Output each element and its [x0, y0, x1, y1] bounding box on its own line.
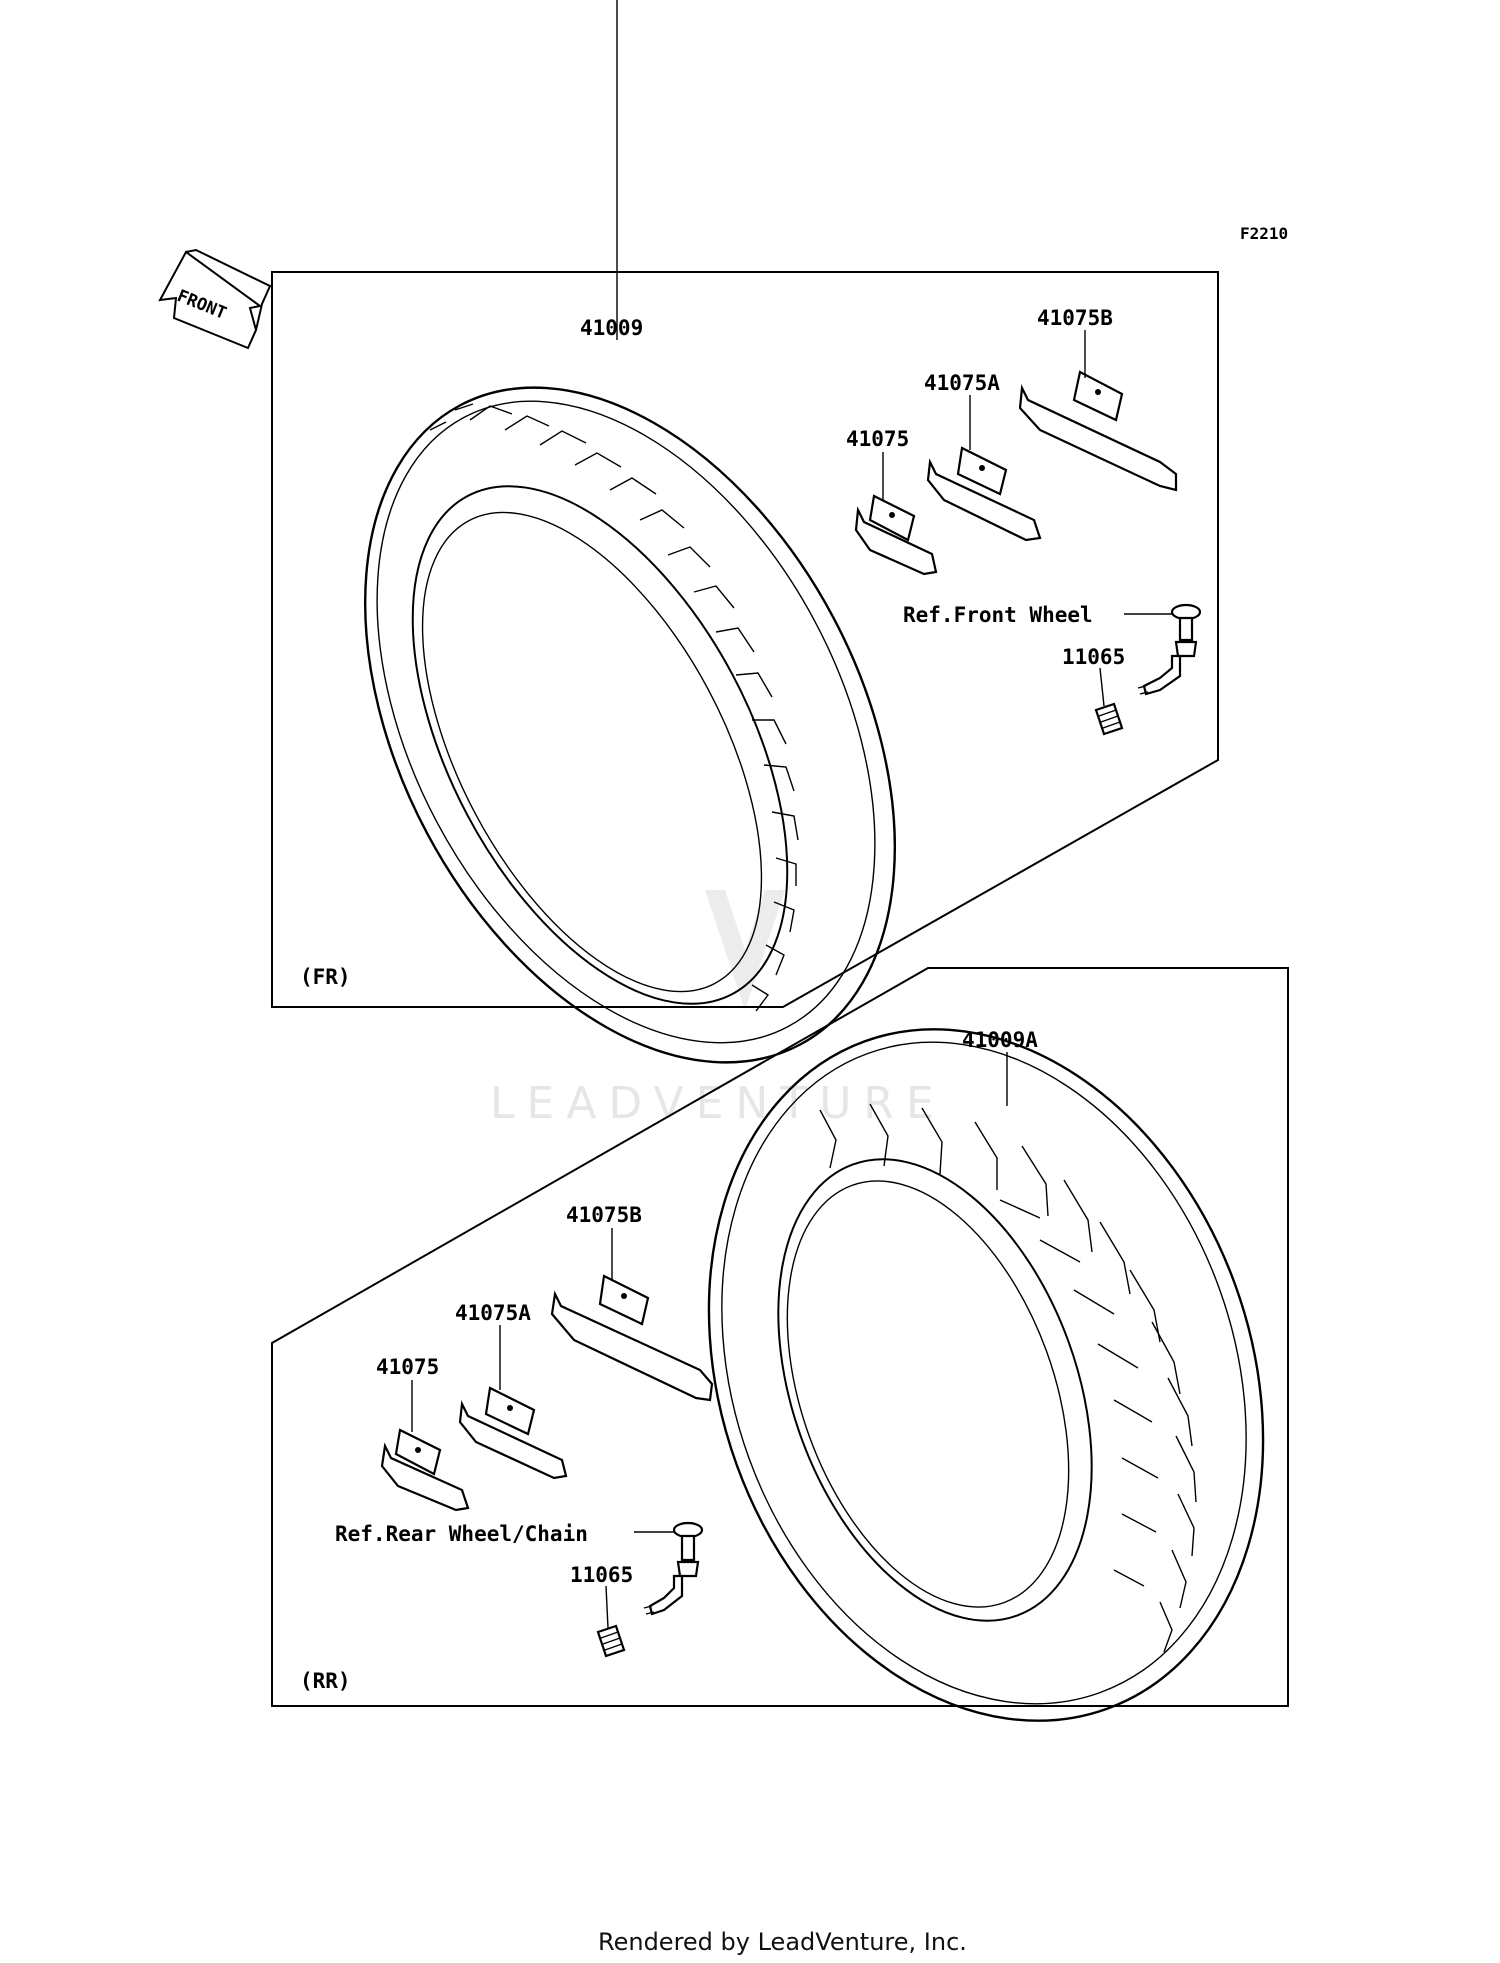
- rear-weight-large-label: 41075B: [566, 1203, 642, 1227]
- watermark: LEADVENTURE: [490, 890, 946, 1129]
- rear-weight-medium: [458, 1386, 568, 1480]
- front-tire-tread: [429, 403, 799, 1012]
- rear-section-frame: [271, 967, 1289, 1707]
- front-weight-medium: [926, 446, 1042, 542]
- front-section: (FR) 41009: [271, 0, 1219, 1064]
- rear-section-tag: (RR): [300, 1669, 351, 1693]
- front-arrow-icon: FRONT: [158, 248, 272, 350]
- rear-valve-cap-label: 11065: [570, 1563, 633, 1587]
- front-weight-large-label: 41075B: [1037, 306, 1113, 330]
- front-arrow-label: FRONT: [174, 286, 229, 324]
- rear-tire: [707, 1028, 1265, 1722]
- rear-valve-ref-label: Ref.Rear Wheel/Chain: [335, 1522, 588, 1546]
- front-valve-ref-label: Ref.Front Wheel: [903, 603, 1093, 627]
- front-section-frame: [271, 271, 1219, 1008]
- footer-credit: Rendered by LeadVenture, Inc.: [598, 1928, 967, 1956]
- front-tire: [363, 386, 897, 1064]
- front-valve-cap-icon: [1094, 702, 1124, 736]
- front-weight-medium-label: 41075A: [924, 371, 1000, 395]
- diagram-code: F2210: [1240, 224, 1288, 243]
- rear-weight-medium-label: 41075A: [455, 1301, 531, 1325]
- front-valve-icon: [1137, 603, 1202, 696]
- front-section-tag: (FR): [300, 965, 351, 989]
- front-weight-large: [1018, 370, 1178, 492]
- front-weight-small: [854, 494, 938, 576]
- front-valve-cap-label: 11065: [1062, 645, 1125, 669]
- rear-tire-tread: [819, 1103, 1197, 1653]
- rear-section: (RR) 41009A: [271, 967, 1289, 1722]
- front-weight-small-label: 41075: [846, 427, 909, 451]
- front-tire-label: 41009: [580, 316, 643, 340]
- rear-valve-cap-icon: [596, 1624, 626, 1658]
- rear-valve-icon: [643, 1521, 704, 1616]
- rear-tire-label: 41009A: [962, 1028, 1038, 1052]
- watermark-text: LEADVENTURE: [490, 1078, 946, 1129]
- rear-weight-large: [550, 1274, 714, 1402]
- rear-weight-small-label: 41075: [376, 1355, 439, 1379]
- rear-weight-small: [380, 1428, 470, 1512]
